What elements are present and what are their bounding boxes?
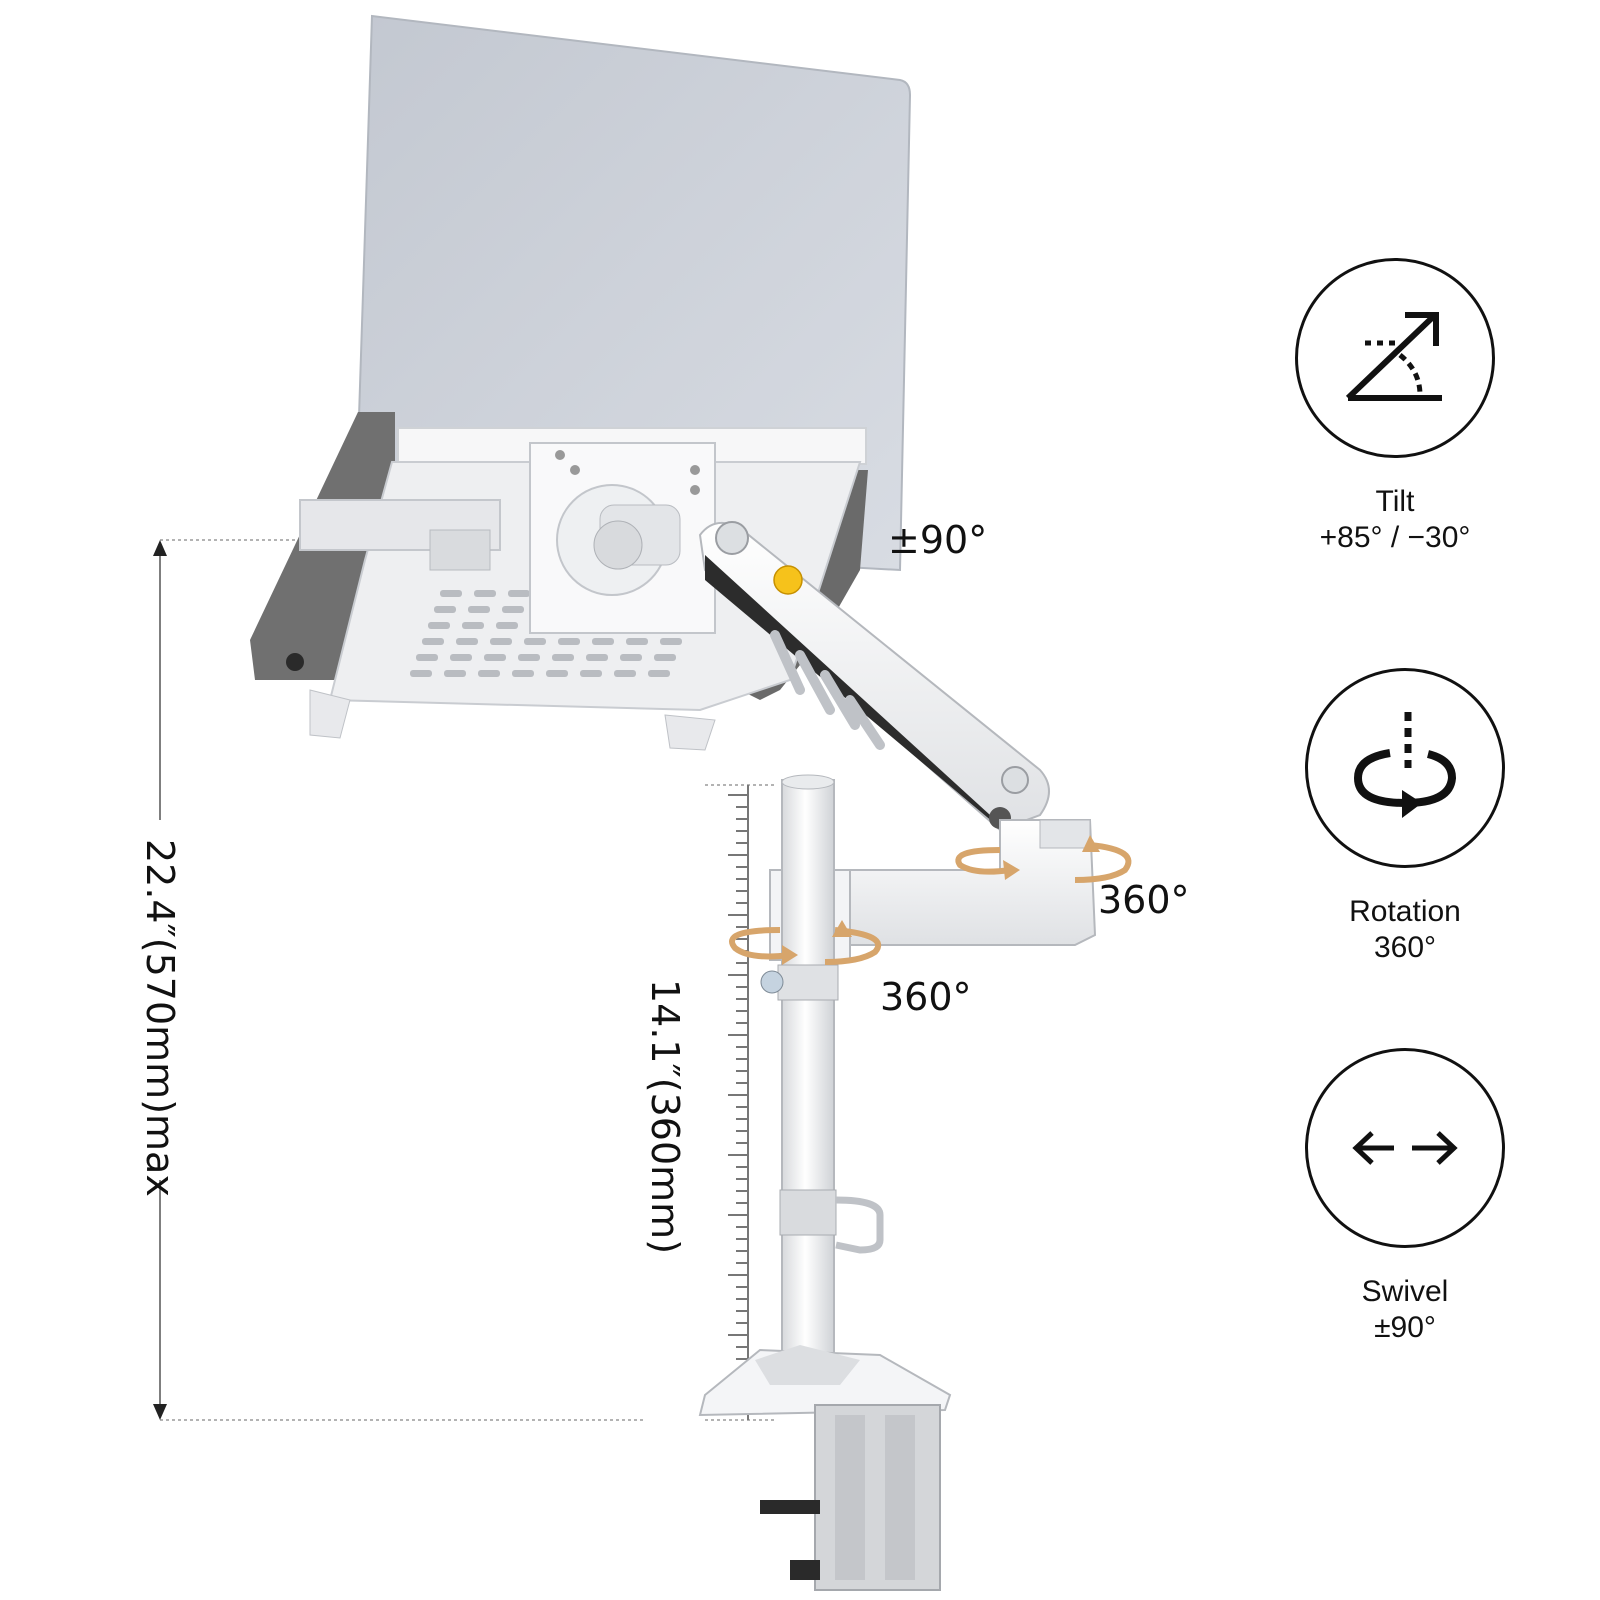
rotation-icon: [1353, 712, 1457, 818]
tray-vent: [416, 654, 438, 661]
tray-vent: [512, 670, 534, 677]
tray-vent: [440, 590, 462, 597]
tray-vent: [518, 654, 540, 661]
tray-vent: [660, 638, 682, 645]
tray-vent: [456, 638, 478, 645]
rotation-icon-circle: [1305, 668, 1505, 868]
pole-height-label: 14.1″(360mm): [643, 979, 687, 1255]
tray-vent: [586, 654, 608, 661]
tray-vent: [552, 654, 574, 661]
tray-vent: [654, 654, 676, 661]
tray-vent: [490, 638, 512, 645]
tray-vent: [428, 622, 450, 629]
gas-spring-arm: [698, 521, 1050, 832]
pole-height-ruler: [705, 784, 775, 1421]
max-height-label: 22.4″(570mm)max: [138, 839, 182, 1197]
pole-rotation-label: 360°: [880, 975, 972, 1019]
tray-vent: [468, 606, 490, 613]
tray-vent: [648, 670, 670, 677]
swivel-arrows-icon: [1352, 1131, 1458, 1165]
rotation-arrowheads: [782, 835, 1100, 965]
feature-swivel-name: Swivel: [1361, 1275, 1449, 1308]
tilt-range-label: ±90°: [888, 518, 988, 562]
feature-rotation-value: 360°: [1373, 931, 1437, 964]
tray-vent: [484, 654, 506, 661]
arm-rotation-label: 360°: [1098, 878, 1190, 922]
tray-vent: [496, 622, 518, 629]
tray-vent: [434, 606, 456, 613]
tray-vent: [450, 654, 472, 661]
tray-vent: [626, 638, 648, 645]
tray-vent: [474, 590, 496, 597]
tray-vent: [502, 606, 524, 613]
feature-tilt-name: Tilt: [1375, 485, 1415, 518]
tray-vent: [410, 670, 432, 677]
vesa-plate: [529, 442, 716, 634]
tray-vent: [592, 638, 614, 645]
feature-tilt: Tilt +85° / −30°: [1285, 258, 1505, 556]
pole: [760, 774, 884, 1381]
tray-vent: [478, 670, 500, 677]
tray-vent: [558, 638, 580, 645]
tilt-icon-circle: [1295, 258, 1495, 458]
feature-swivel: Swivel ±90°: [1295, 1048, 1515, 1346]
desk-clamp: [698, 1345, 952, 1591]
tray-vent: [546, 670, 568, 677]
tilt-angle-icon: [1345, 312, 1442, 401]
tray-vent: [508, 590, 530, 597]
feature-rotation: Rotation 360°: [1295, 668, 1515, 966]
tray-vent: [580, 670, 602, 677]
tray-vent: [524, 638, 546, 645]
tray-vent: [620, 654, 642, 661]
feature-rotation-name: Rotation: [1349, 895, 1461, 928]
feature-tilt-value: +85° / −30°: [1319, 521, 1471, 554]
tray-vent: [462, 622, 484, 629]
tray-vent: [422, 638, 444, 645]
swivel-icon-circle: [1305, 1048, 1505, 1248]
tray-vent: [444, 670, 466, 677]
feature-swivel-value: ±90°: [1374, 1311, 1436, 1344]
tray-vent: [614, 670, 636, 677]
rotation-arrows: [729, 842, 1132, 965]
